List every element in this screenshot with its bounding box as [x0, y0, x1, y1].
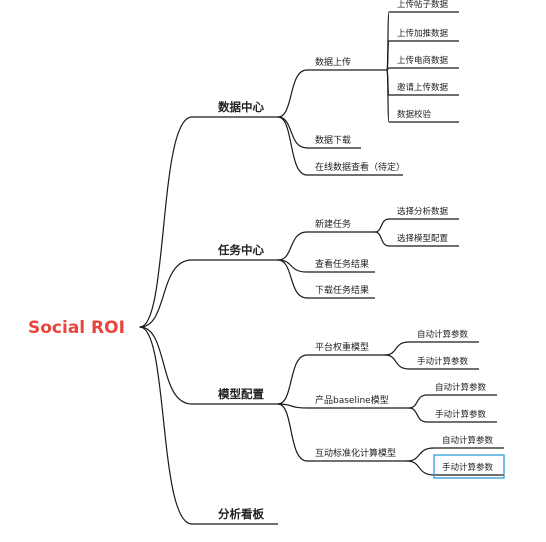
subtopic-node[interactable]: 平台权重模型 — [315, 341, 369, 353]
leaf-edge — [386, 69, 390, 123]
branch-edge — [277, 259, 308, 299]
branch-edge — [277, 69, 308, 118]
leaf-node[interactable]: 自动计算参数 — [417, 329, 469, 340]
leaf-edge — [408, 407, 428, 423]
leaf-node[interactable]: 选择模型配置 — [397, 233, 449, 244]
subtopic-node[interactable]: 产品baseline模型 — [315, 394, 389, 406]
leaf-node[interactable]: 自动计算参数 — [442, 435, 494, 446]
selection-highlight — [433, 454, 505, 479]
leaf-edge — [384, 341, 410, 356]
root-edge — [139, 116, 193, 328]
branch-edge — [277, 403, 308, 409]
leaf-edge — [408, 394, 428, 409]
leaf-node[interactable]: 上传加推数据 — [397, 28, 449, 39]
branch-node[interactable]: 任务中心 — [217, 243, 264, 257]
branch-edge — [277, 116, 308, 176]
leaf-node[interactable]: 邀请上传数据 — [397, 82, 449, 93]
branch-edge — [277, 116, 308, 149]
leaf-edge — [384, 354, 410, 370]
leaf-node[interactable]: 自动计算参数 — [435, 382, 487, 393]
branch-node[interactable]: 模型配置 — [218, 387, 264, 401]
root-edge — [139, 326, 193, 525]
leaf-node[interactable]: 手动计算参数 — [435, 409, 487, 420]
subtopic-node[interactable]: 互动标准化计算模型 — [315, 447, 396, 459]
root-node[interactable]: Social ROI — [28, 318, 125, 338]
root-edge — [139, 259, 193, 328]
leaf-edge — [374, 231, 390, 247]
leaf-edge — [374, 218, 390, 233]
mindmap-nodes: Social ROI 数据中心 数据上传 上传帖子数据上传加推数据上传电商数据邀请上… — [28, 0, 505, 521]
branch-edge — [277, 354, 308, 405]
subtopic-node[interactable]: 数据上传 — [315, 56, 351, 68]
leaf-node[interactable]: 上传帖子数据 — [397, 0, 449, 10]
root-edge — [139, 326, 193, 405]
leaf-edge — [406, 460, 435, 476]
subtopic-node[interactable]: 在线数据查看（待定） — [315, 161, 405, 173]
branch-edge — [277, 403, 308, 462]
leaf-node[interactable]: 数据校验 — [397, 109, 432, 120]
leaf-node[interactable]: 手动计算参数 — [442, 462, 494, 473]
leaf-node[interactable]: 上传电商数据 — [397, 55, 449, 66]
leaf-node[interactable]: 手动计算参数 — [417, 356, 469, 367]
subtopic-node[interactable]: 查看任务结果 — [315, 258, 369, 270]
subtopic-node[interactable]: 新建任务 — [315, 218, 351, 230]
subtopic-node[interactable]: 数据下载 — [315, 134, 351, 146]
connector-lines — [139, 11, 504, 525]
branch-node[interactable]: 数据中心 — [218, 100, 264, 114]
leaf-node[interactable]: 选择分析数据 — [397, 206, 449, 217]
branch-node[interactable]: 分析看板 — [218, 507, 264, 521]
leaf-edge — [406, 447, 435, 462]
subtopic-node[interactable]: 下载任务结果 — [315, 284, 369, 296]
branch-edge — [277, 231, 308, 261]
